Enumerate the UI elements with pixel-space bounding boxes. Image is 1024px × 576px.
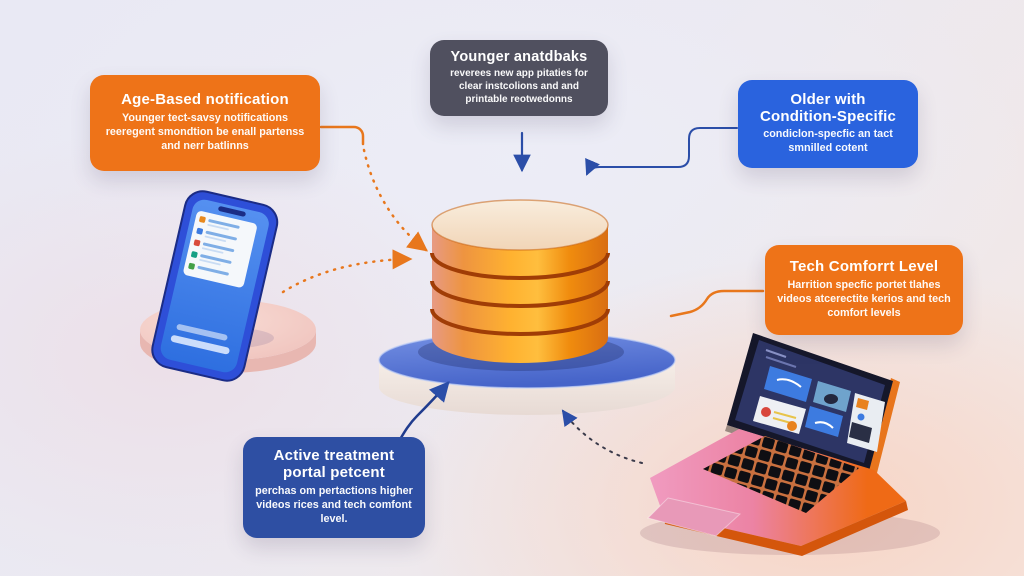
laptop-screen-dashboard (753, 349, 885, 452)
phone-notification-list (188, 216, 240, 276)
callout-older-title: Older with Condition-Specific (759, 90, 897, 125)
callout-tech-title: Tech Comforrt Level (789, 258, 939, 276)
laptop-icon (640, 333, 940, 556)
callout-age-based-title: Age-Based notification (121, 91, 289, 109)
callout-younger-body: reverees new app pitaties for clear inst… (450, 68, 588, 106)
callout-tech-comfort: Tech Comforrt Level Harrition specfic po… (765, 245, 963, 335)
connector-phone-to-db (281, 249, 413, 294)
connector-older-to-db (585, 127, 738, 176)
callout-age-based-body: Younger tect-savsy notifications reerege… (105, 112, 305, 152)
callout-active-title: Active treatment portal petcent (273, 447, 395, 482)
callout-younger-title: Younger anatdbaks (450, 49, 588, 66)
connector-laptop-to-db (561, 409, 643, 464)
callout-older-body: condiclon-specfic an tact smnilled coten… (763, 128, 893, 155)
callout-active-treatment: Active treatment portal petcent perchas … (243, 437, 425, 538)
callout-older-condition: Older with Condition-Specific condiclon-… (738, 80, 918, 168)
connector-age-to-db-dotted (362, 148, 428, 252)
callout-tech-body: Harrition specfic portet tlahes videos a… (777, 279, 951, 319)
callout-younger: Younger anatdbaks reverees new app pitat… (430, 40, 608, 116)
callout-active-body: perchas om pertactions higher videos ric… (255, 485, 413, 525)
connector-tech-to-db (669, 289, 765, 318)
database-icon (430, 199, 610, 363)
callout-age-based: Age-Based notification Younger tect-savs… (90, 75, 320, 171)
connector-age-to-db (319, 125, 365, 146)
smartphone-icon (151, 190, 279, 382)
